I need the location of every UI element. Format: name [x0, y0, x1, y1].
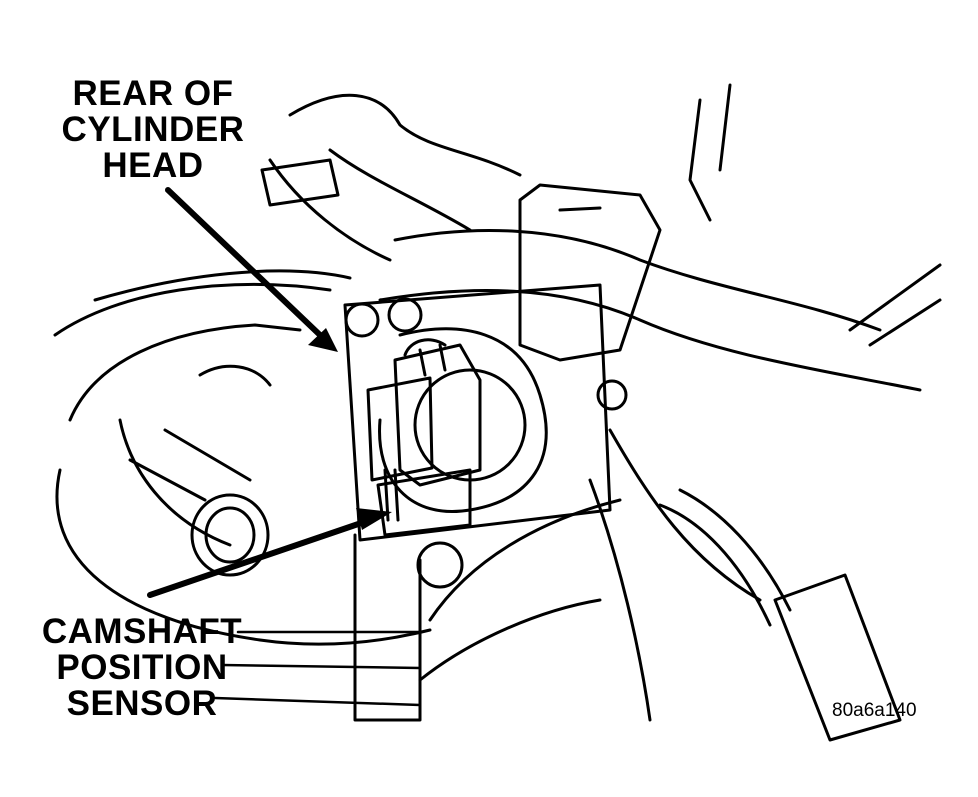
label-line: CAMSHAFT	[41, 612, 243, 651]
label-camshaft-position-sensor: CAMSHAFT POSITION SENSOR	[22, 614, 262, 722]
label-rear-of-cylinder-head: REAR OF CYLINDER HEAD	[48, 76, 258, 184]
label-line: CYLINDER	[61, 110, 245, 149]
rear-of-cylinder-head-leader	[165, 187, 323, 338]
coolant-hose	[53, 269, 432, 646]
leader-arrows	[147, 187, 373, 598]
label-line: HEAD	[102, 146, 204, 185]
label-leader-lines	[213, 630, 422, 707]
sensor-connector	[366, 338, 482, 537]
camshaft-position-sensor-arrowhead	[356, 508, 392, 530]
wiring-harness	[260, 83, 942, 742]
figure-id: 80a6a140	[832, 700, 917, 721]
label-line: REAR OF	[72, 74, 234, 113]
camshaft-position-sensor-leader	[147, 517, 373, 598]
rear-of-cylinder-head-arrowhead	[308, 328, 338, 352]
label-line: SENSOR	[66, 684, 218, 723]
label-line: POSITION	[56, 648, 228, 687]
